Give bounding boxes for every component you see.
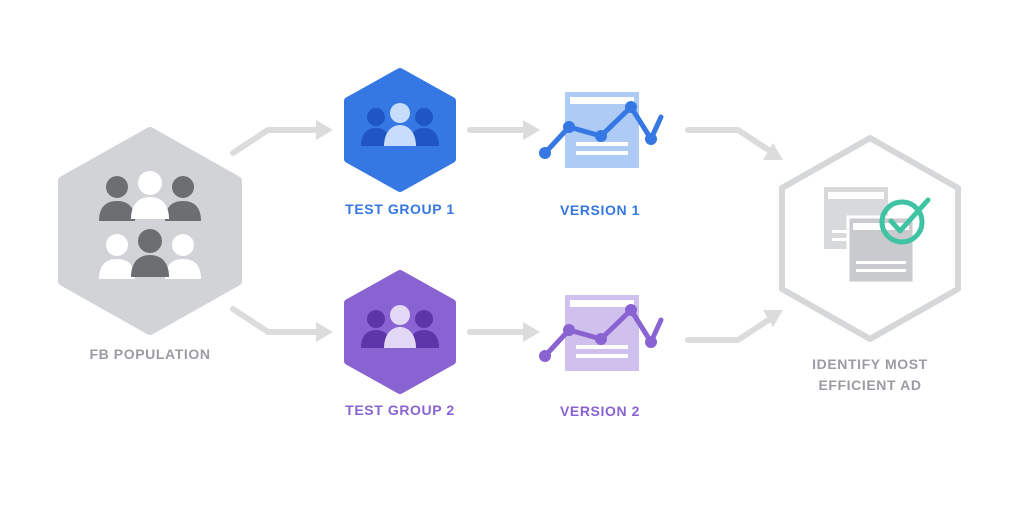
version1-label: VERSION 1 — [559, 202, 641, 218]
version-2-node — [539, 295, 664, 371]
group2-label: TEST GROUP 2 — [345, 402, 455, 418]
ad-check-icon — [824, 187, 931, 285]
ad-chart-icon — [539, 92, 664, 168]
flow-arrows — [230, 120, 783, 343]
people-group-icon — [99, 171, 201, 279]
arrow-group2-to-version2-icon — [467, 322, 540, 342]
arrow-population-to-group1-icon — [230, 120, 333, 156]
population-label: FB POPULATION — [89, 346, 211, 362]
group1-label: TEST GROUP 1 — [345, 201, 455, 217]
ad-chart-icon — [539, 295, 664, 371]
version-1-node — [539, 92, 664, 168]
people-group-icon — [361, 305, 439, 348]
result-label: IDENTIFY MOST EFFICIENT AD — [780, 354, 960, 396]
people-group-icon — [361, 103, 439, 146]
result-label-line-1: IDENTIFY MOST — [812, 356, 928, 372]
result-node — [779, 135, 961, 342]
test-group-2-node — [344, 270, 456, 394]
population-node — [58, 127, 242, 335]
version2-label: VERSION 2 — [559, 403, 641, 419]
arrow-version2-to-result-icon — [685, 310, 783, 343]
result-label-line-2: EFFICIENT AD — [818, 377, 922, 393]
arrow-population-to-group2-icon — [230, 306, 333, 342]
test-group-1-node — [344, 68, 456, 192]
arrow-group1-to-version1-icon — [467, 120, 540, 140]
arrow-version1-to-result-icon — [685, 127, 783, 160]
